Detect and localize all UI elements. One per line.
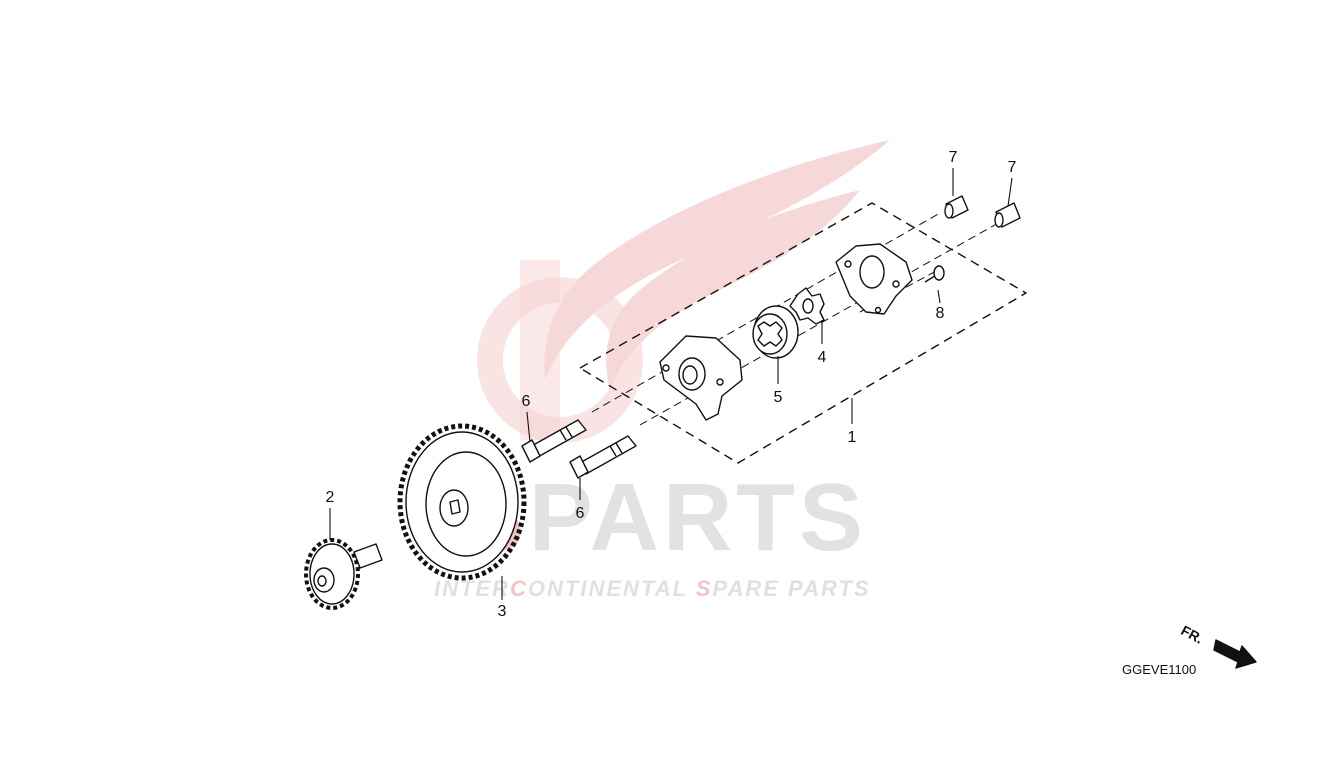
tagline-part: C <box>510 576 528 601</box>
callout-7a: 7 <box>948 149 958 166</box>
watermark-tagline: INTERCONTINENTAL SPARE PARTS <box>434 576 871 602</box>
outer-rotor-5 <box>752 305 799 359</box>
drive-gear-3 <box>397 423 527 581</box>
callout-6b: 6 <box>575 505 585 522</box>
callout-8: 8 <box>935 305 945 322</box>
leader-lines <box>329 168 1013 600</box>
inner-rotor-4 <box>789 287 825 325</box>
callout-4: 4 <box>817 349 827 366</box>
pump-body <box>659 335 743 421</box>
assembly-outline <box>579 202 1027 464</box>
callout-2: 2 <box>325 489 335 506</box>
callout-1: 1 <box>847 429 857 446</box>
tagline-part: S <box>695 576 713 601</box>
bolt-6a <box>521 419 587 463</box>
tagline-part: ONTINENTAL <box>527 576 696 601</box>
diagram-code: GGEVE1100 <box>1122 662 1197 677</box>
bolt-6b <box>569 435 637 479</box>
callout-6a: 6 <box>521 393 531 410</box>
collar-7a <box>944 195 969 219</box>
tagline-part: PARE PARTS <box>712 576 871 601</box>
front-direction-arrow-icon <box>1213 639 1257 669</box>
shaft-gear-2 <box>304 538 383 610</box>
tagline-part: INTER <box>434 576 510 601</box>
callout-3: 3 <box>497 603 507 620</box>
watermark-brand-gray: PARTS <box>528 464 867 571</box>
callout-7b: 7 <box>1007 159 1017 176</box>
pump-cover-plate <box>835 243 913 315</box>
collar-7b <box>994 202 1021 228</box>
callout-5: 5 <box>773 389 783 406</box>
screw-8 <box>924 265 945 283</box>
